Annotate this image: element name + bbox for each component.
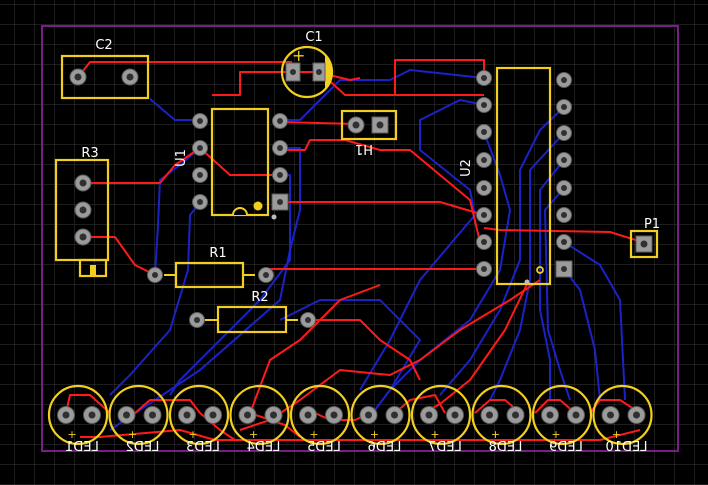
- led-polarity-mark: +: [612, 428, 621, 441]
- u2-ic[interactable]: U2: [459, 66, 573, 286]
- u1-notch: [232, 207, 248, 216]
- u1-designator: U1: [174, 149, 189, 167]
- led-outline: [168, 384, 230, 446]
- led-9[interactable]: +LED9: [531, 384, 593, 455]
- led-polarity-mark: +: [67, 428, 76, 441]
- led-designator: LED6: [368, 440, 402, 455]
- led-1[interactable]: +LED1: [47, 384, 109, 455]
- led-designator: LED10: [605, 440, 647, 455]
- r3-tab: [78, 258, 108, 278]
- led-3[interactable]: +LED3: [168, 384, 230, 455]
- u2-outline: [495, 66, 552, 286]
- led-10[interactable]: +LED10: [592, 384, 653, 455]
- u1-ic[interactable]: U1: [174, 107, 289, 220]
- led-outline: [108, 384, 169, 446]
- led-polarity-mark: +: [491, 428, 500, 441]
- led-polarity-mark: +: [249, 428, 258, 441]
- led-outline: [229, 384, 290, 446]
- led-6[interactable]: +LED6: [350, 384, 411, 455]
- u2-designator: U2: [459, 159, 474, 177]
- h1-designator: H1: [355, 141, 373, 156]
- c2-outline: [60, 54, 150, 100]
- led-polarity-mark: +: [309, 428, 318, 441]
- p1-designator: P1: [644, 217, 660, 232]
- bottom-layer-traces: [109, 69, 626, 431]
- r3-potentiometer[interactable]: R3: [54, 146, 110, 278]
- led-4[interactable]: +LED4: [229, 384, 290, 455]
- led-outline: [471, 384, 532, 446]
- r1-resistor[interactable]: R1: [147, 246, 274, 289]
- led-designator: LED7: [428, 440, 462, 455]
- h1-outline: [340, 109, 398, 141]
- c1-plus-mark: +: [292, 46, 305, 65]
- h1-header[interactable]: H1: [340, 109, 398, 156]
- c1-polarity-band: [325, 55, 332, 89]
- led-designator: LED5: [307, 440, 341, 455]
- led-row: +LED1+LED2+LED3+LED4+LED5+LED6+LED7+LED8…: [47, 384, 653, 455]
- r2-body: [216, 305, 288, 334]
- c2-designator: C2: [95, 38, 112, 53]
- led-designator: LED4: [247, 440, 281, 455]
- r2-resistor[interactable]: R2: [189, 290, 316, 334]
- led-polarity-mark: +: [551, 428, 560, 441]
- board-outline: [41, 25, 679, 452]
- c1-capacitor[interactable]: + C1: [280, 30, 334, 99]
- r1-body: [174, 261, 245, 289]
- c1-designator: C1: [305, 30, 322, 45]
- led-8[interactable]: +LED8: [471, 384, 532, 455]
- top-layer-traces: [65, 59, 643, 441]
- led-designator: LED8: [489, 440, 523, 455]
- r3-designator: R3: [81, 146, 98, 161]
- led-outline: [350, 384, 411, 446]
- r2-designator: R2: [251, 290, 268, 305]
- p1-connector[interactable]: P1: [629, 217, 660, 259]
- r1-designator: R1: [209, 246, 226, 261]
- c2-capacitor[interactable]: C2: [60, 38, 150, 100]
- led-outline: [531, 384, 593, 446]
- led-polarity-mark: +: [188, 428, 197, 441]
- led-designator: LED1: [65, 440, 99, 455]
- led-designator: LED3: [186, 440, 220, 455]
- led-polarity-mark: +: [370, 428, 379, 441]
- led-polarity-mark: +: [430, 428, 439, 441]
- led-designator: LED9: [549, 440, 583, 455]
- led-2[interactable]: +LED2: [108, 384, 169, 455]
- led-5[interactable]: +LED5: [289, 384, 351, 455]
- led-outline: [410, 384, 472, 446]
- led-outline: [592, 384, 653, 446]
- u1-pin1-dot: [253, 201, 263, 211]
- led-7[interactable]: +LED7: [410, 384, 472, 455]
- p1-outline: [629, 229, 659, 259]
- led-outline: [47, 384, 109, 446]
- led-outline: [289, 384, 351, 446]
- c1-outline: [280, 45, 334, 99]
- led-polarity-mark: +: [128, 428, 137, 441]
- led-designator: LED2: [126, 440, 160, 455]
